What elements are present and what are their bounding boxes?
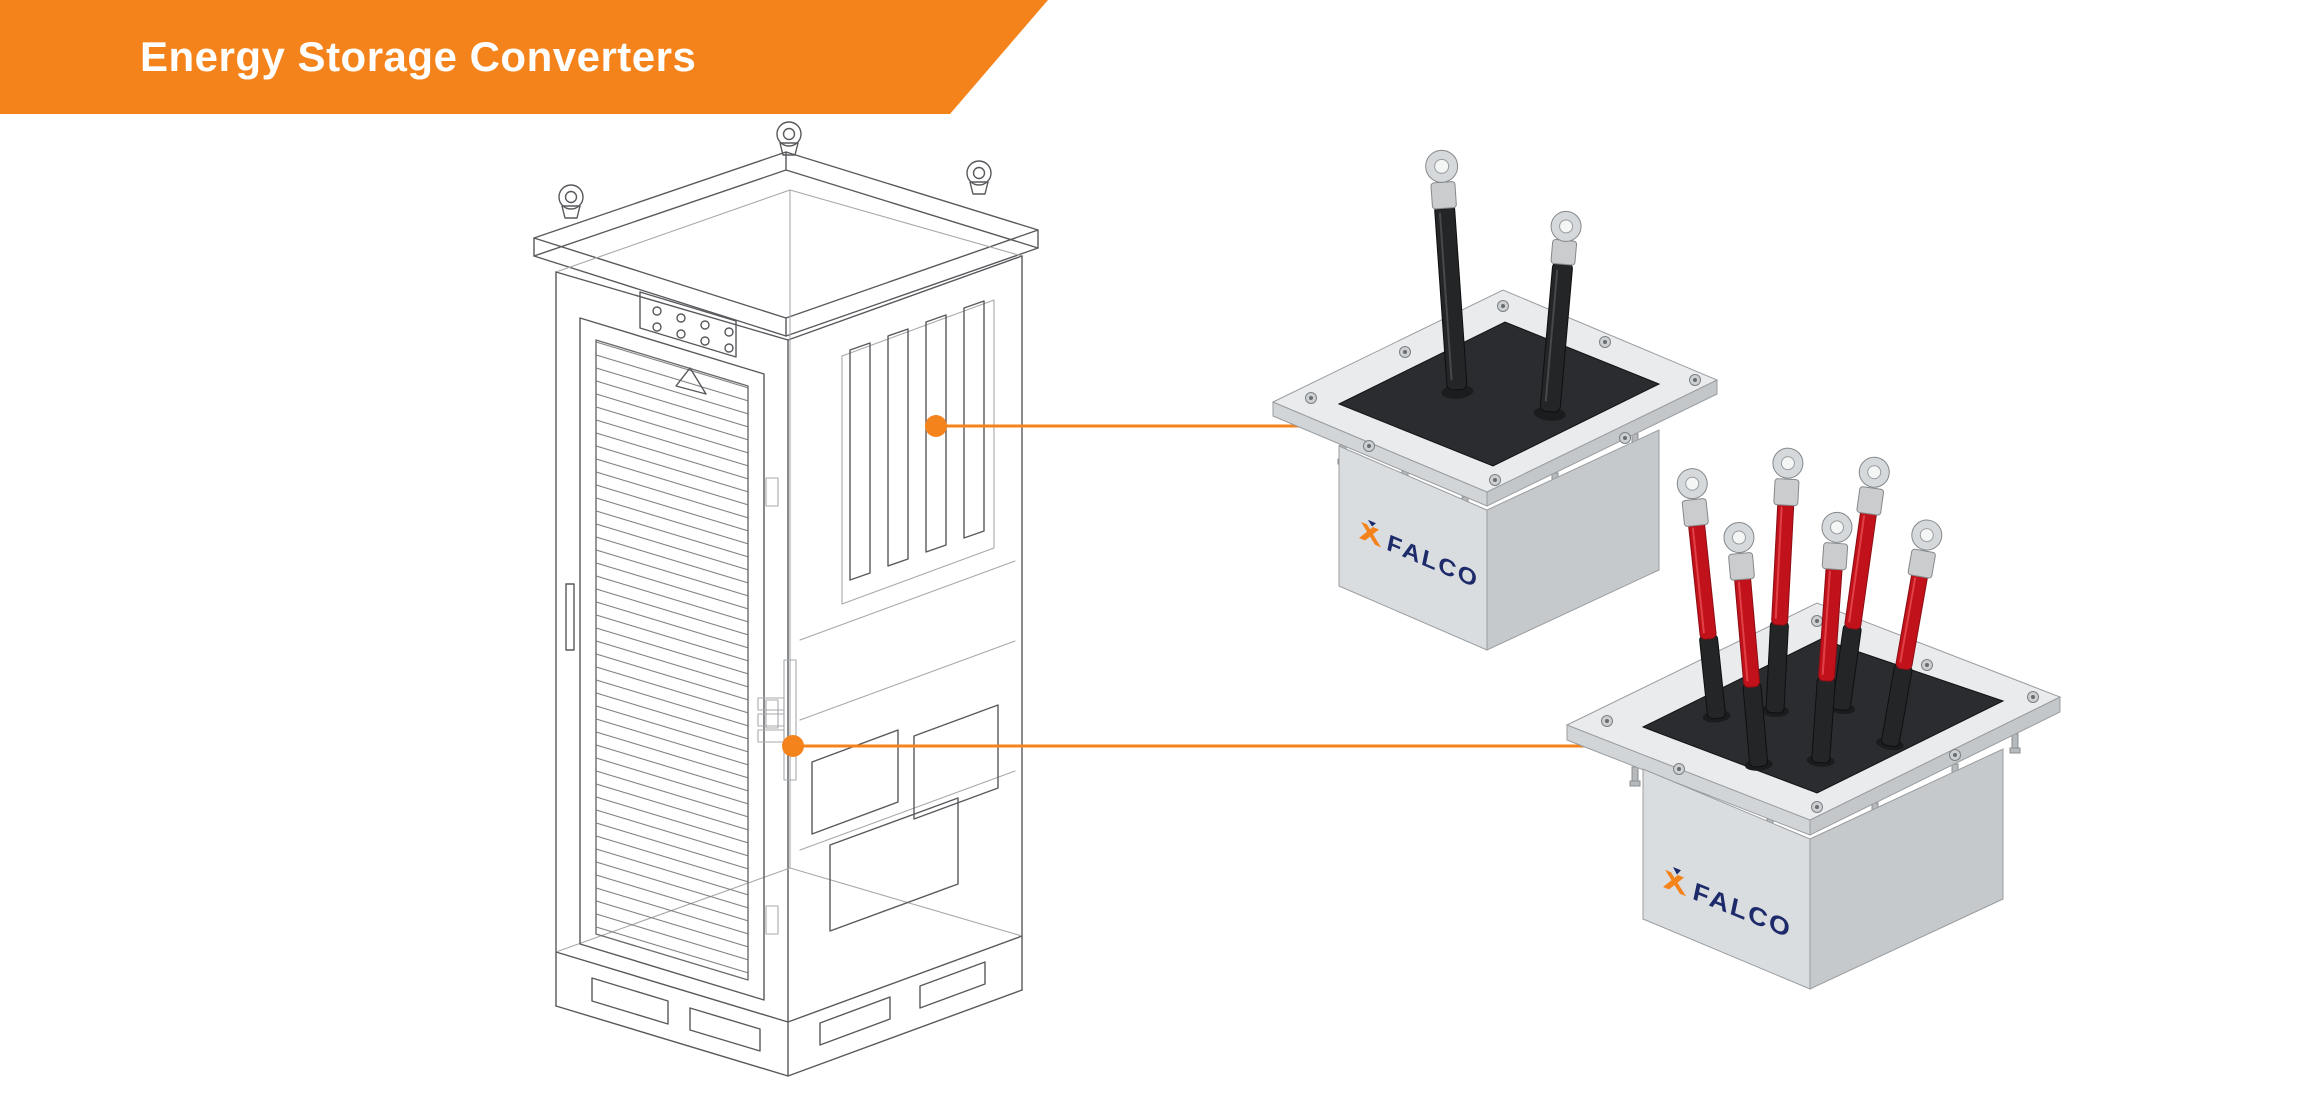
- power-cable-red: [1760, 447, 1804, 717]
- power-cable: [1533, 210, 1582, 421]
- ring-terminal-icon: [1856, 456, 1890, 516]
- converter-unit-bottom: FALCO: [1565, 447, 2062, 990]
- ring-terminal-icon: [1550, 210, 1582, 266]
- enclosure-right-face: [1809, 748, 2004, 990]
- power-cable-red: [1676, 468, 1731, 723]
- base-skid: [555, 935, 1023, 1077]
- enclosure-right-face: [1486, 429, 1660, 651]
- lifting-eye-icon: [558, 184, 584, 219]
- ring-terminal-icon: [1772, 447, 1804, 507]
- power-cable-red: [1827, 456, 1890, 715]
- side-components: [757, 299, 1016, 932]
- flange-bolts: [1305, 300, 1701, 486]
- cabinet-door: [565, 317, 779, 1001]
- terminal-panel: [639, 291, 737, 395]
- page-title: Energy Storage Converters: [140, 33, 697, 80]
- power-cable-red: [1723, 522, 1773, 771]
- ring-terminal-icon: [1723, 522, 1755, 581]
- warning-triangle-icon: [675, 367, 707, 395]
- ring-terminal-icon: [1425, 149, 1459, 210]
- vent-grille: [595, 339, 749, 981]
- converter-unit-top: FALCO: [1271, 149, 1719, 651]
- lifting-eye-icon: [776, 121, 802, 156]
- ring-terminal-icon: [1676, 468, 1709, 527]
- power-cable-red: [1806, 511, 1853, 767]
- cabinet-roof: [533, 151, 1039, 337]
- power-cable: [1425, 149, 1474, 399]
- title-banner: Energy Storage Converters: [0, 0, 1048, 114]
- lifting-eye-icon: [966, 160, 992, 195]
- door-handle: [565, 583, 575, 651]
- ring-terminal-icon: [1907, 519, 1943, 579]
- power-cable-red: [1876, 519, 1943, 751]
- cabinet-wireframe-illustration: [533, 121, 1039, 1077]
- ring-terminal-icon: [1821, 511, 1853, 571]
